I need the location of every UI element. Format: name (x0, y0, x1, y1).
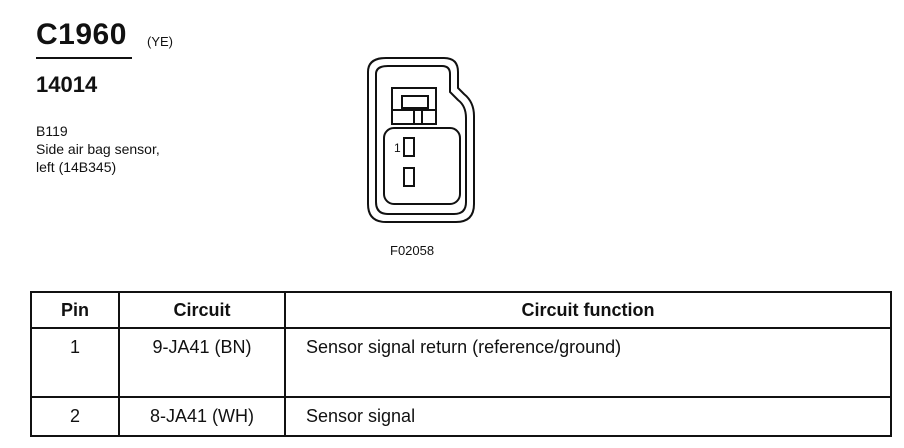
circuit-cell: 9-JA41 (BN) (118, 327, 286, 398)
table-row: 2 8-JA41 (WH) Sensor signal (30, 396, 892, 437)
terminal-cavity-1 (403, 137, 415, 157)
latch-slot (401, 95, 429, 109)
terminal-cavity-2 (403, 167, 415, 187)
figure-reference: F02058 (390, 243, 435, 258)
circuit-function-cell: Sensor signal (284, 396, 892, 437)
column-header-circuit: Circuit (118, 291, 286, 329)
pin-cell: 1 (30, 327, 120, 398)
connector-housing-inner (375, 65, 467, 215)
pinout-table: Pin Circuit Circuit function 1 9-JA41 (B… (30, 291, 892, 437)
connector-housing-outer (367, 57, 475, 223)
column-header-circuit-function: Circuit function (284, 291, 892, 329)
title-underline (36, 57, 132, 59)
terminal-block (383, 127, 461, 205)
part-number: 14014 (36, 72, 98, 97)
column-header-pin: Pin (30, 291, 120, 329)
table-row: 1 9-JA41 (BN) Sensor signal return (refe… (30, 327, 892, 398)
pin-cell: 2 (30, 396, 120, 437)
connector-id: C1960 (36, 18, 127, 51)
color-code: (YE) (147, 34, 173, 49)
description-line: B119 (36, 123, 68, 139)
circuit-cell: 8-JA41 (WH) (118, 396, 286, 437)
circuit-function-cell: Sensor signal return (reference/ground) (284, 327, 892, 398)
description-line: Side air bag sensor, (36, 141, 160, 157)
table-header-row: Pin Circuit Circuit function (30, 291, 892, 329)
description-line: left (14B345) (36, 159, 117, 175)
pin-number-label: 1 (394, 141, 401, 155)
connector-description: B119 Side air bag sensor, left (14B345) (36, 122, 160, 176)
connector-face-diagram: 1 (362, 54, 482, 239)
